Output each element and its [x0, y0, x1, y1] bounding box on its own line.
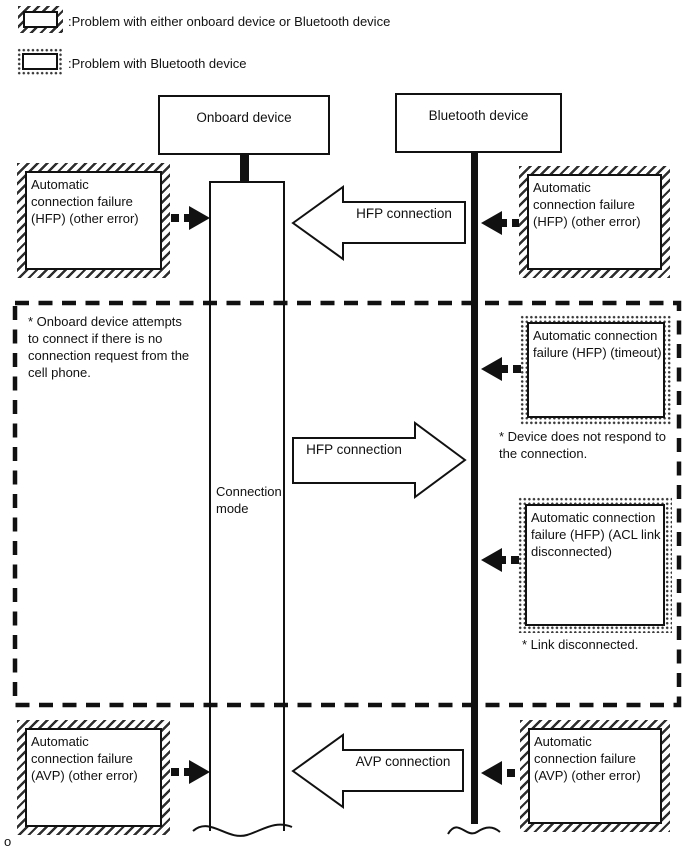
legend-label-dotted: :Problem with Bluetooth device [68, 56, 247, 71]
legend-hatched-swatch-inner [23, 11, 58, 28]
corner-artifact-label: o [4, 834, 12, 849]
signal-arrow-timeout [481, 357, 521, 381]
failure-box-top-right: Automatic connection failure (HFP) (othe… [519, 166, 670, 278]
connection-mode-dashed-region-border [12, 300, 682, 708]
failure-box-bottom-right-text: Automatic connection failure (AVP) (othe… [528, 728, 662, 824]
failure-box-timeout-text: Automatic connection failure (HFP) (time… [527, 322, 665, 418]
failure-box-acl-link: Automatic connection failure (HFP) (ACL … [518, 497, 672, 633]
signal-arrow-top-left [171, 206, 210, 230]
failure-box-bottom-right: Automatic connection failure (AVP) (othe… [520, 720, 670, 832]
signal-arrow-top-right [481, 211, 520, 235]
note-link-disconnected: * Link disconnected. [522, 637, 639, 652]
onboard-lifeline-torn-edge [192, 823, 293, 837]
note-device-no-response: * Device does not respond to the connect… [499, 429, 666, 461]
onboard-device-stem [240, 153, 249, 183]
hfp-top-arrow-label: HFP connection [356, 206, 452, 221]
note-onboard-attempts: * Onboard device attempts to connect if … [28, 314, 190, 380]
signal-arrow-acl-link [481, 548, 519, 572]
onboard-activation-bar-fill [210, 182, 284, 831]
avp-block-arrow [291, 733, 464, 809]
hfp-mid-arrow-label: HFP connection [306, 442, 402, 457]
avp-arrow-label: AVP connection [355, 754, 451, 769]
legend-dotted-swatch-inner [22, 53, 58, 70]
failure-box-timeout: Automatic connection failure (HFP) (time… [520, 315, 672, 425]
signal-arrow-bottom-left [171, 760, 210, 784]
failure-box-top-left: Automatic connection failure (HFP) (othe… [17, 163, 170, 278]
failure-box-top-right-text: Automatic connection failure (HFP) (othe… [527, 174, 662, 270]
connection-mode-label: Connection mode [216, 484, 282, 516]
failure-box-top-left-text: Automatic connection failure (HFP) (othe… [25, 171, 162, 270]
failure-box-acl-link-text: Automatic connection failure (HFP) (ACL … [525, 504, 665, 626]
bluetooth-device-box: Bluetooth device [395, 93, 562, 153]
legend-dotted-swatch [17, 48, 63, 75]
failure-box-bottom-left: Automatic connection failure (AVP) (othe… [17, 720, 170, 835]
legend-label-hatched: :Problem with either onboard device or B… [68, 14, 391, 29]
onboard-device-box: Onboard device [158, 95, 330, 155]
hfp-top-block-arrow [291, 185, 466, 261]
hfp-mid-block-arrow [292, 421, 467, 499]
bluetooth-lifeline-torn-edge [447, 826, 501, 835]
failure-box-bottom-left-text: Automatic connection failure (AVP) (othe… [25, 728, 162, 827]
legend-hatched-swatch [18, 6, 63, 33]
